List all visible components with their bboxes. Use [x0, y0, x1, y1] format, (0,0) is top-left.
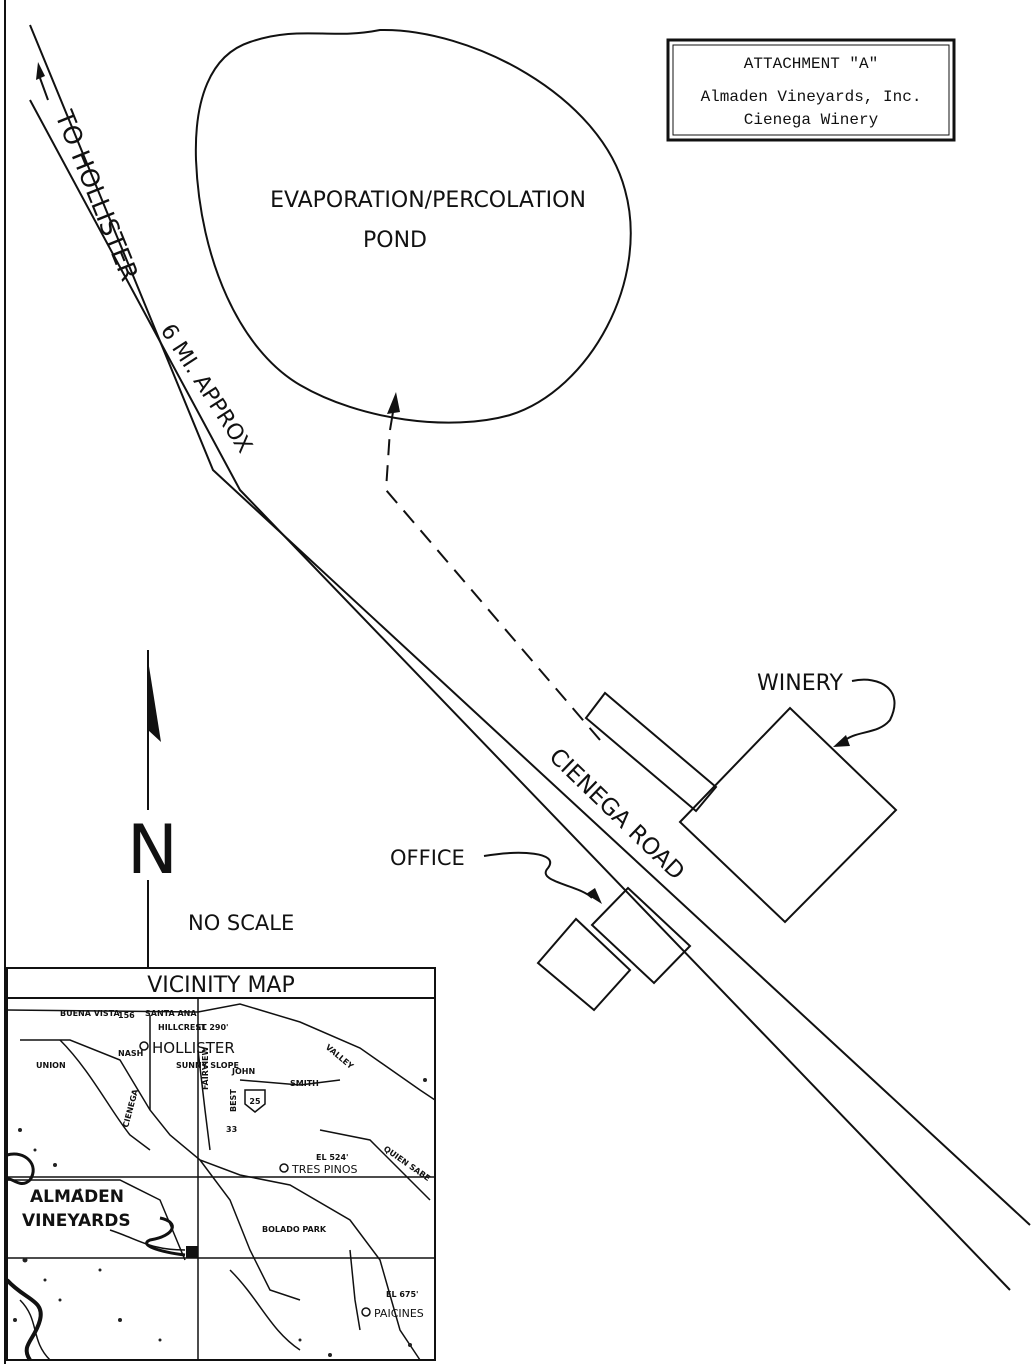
road-edge-left	[29, 24, 1031, 1226]
office-label: OFFICE	[390, 846, 465, 870]
north-arrow: N	[127, 650, 178, 968]
bolado-park-label: BOLADO PARK	[262, 1225, 327, 1234]
almaden-label-line1: ALMADEN	[30, 1187, 124, 1207]
pond-label-line2: POND	[363, 228, 427, 253]
attachment-company: Almaden Vineyards, Inc.	[701, 88, 922, 106]
almaden-site-marker	[186, 1246, 198, 1258]
smith-road-label: SMITH	[290, 1079, 319, 1088]
sunnyslope-road-label: SUNNY SLOPE	[176, 1061, 239, 1070]
pond-label-line1: EVAPORATION/PERCOLATION	[270, 188, 586, 213]
john-road-label: JOHN	[231, 1067, 255, 1076]
paicines-marker	[361, 1307, 371, 1317]
river-left	[5, 1152, 35, 1186]
office-building	[536, 886, 692, 1012]
evaporation-pond	[194, 28, 632, 424]
santa-ana-road-label: SANTA ANA	[145, 1009, 197, 1018]
union-road-label: UNION	[36, 1061, 66, 1070]
tres-pinos-elevation: EL 524'	[316, 1153, 349, 1162]
to-hollister-label: TO HOLLISTER	[49, 105, 144, 285]
attachment-winery: Cienega Winery	[744, 111, 879, 129]
buena-vista-road-label: BUENA VISTA	[60, 1009, 120, 1018]
route-156-label: 156	[118, 1011, 135, 1020]
almaden-label-line2: VINEYARDS	[22, 1211, 131, 1231]
tres-pinos-marker	[279, 1163, 289, 1173]
attachment-title: ATTACHMENT "A"	[744, 55, 878, 73]
north-arrowhead	[148, 660, 161, 742]
river-lower-left	[5, 1278, 43, 1362]
tres-pinos-label: TRES PINOS	[291, 1163, 358, 1176]
winery-main-building	[678, 706, 898, 924]
winery-label: WINERY	[757, 671, 843, 696]
vicinity-roads	[6, 1003, 436, 1361]
office-pointer	[483, 851, 602, 904]
cienega-road-label: CIENEGA ROAD	[544, 744, 689, 886]
winery-annex	[584, 691, 718, 813]
best-road-label: BEST	[229, 1089, 238, 1112]
road-edge-right	[29, 99, 1011, 1291]
paicines-elevation: EL 675'	[386, 1290, 419, 1299]
office-building-a	[590, 886, 692, 985]
route-33-label: 33	[226, 1125, 237, 1134]
vicinity-map: VICINITY MAP 25 156 33	[5, 967, 436, 1362]
distance-label: 6 MI. APPROX	[155, 320, 257, 458]
fairview-road-label: FAIRVIEW	[201, 1046, 210, 1090]
hillcrest-road-label: HILLCREST	[158, 1023, 207, 1032]
nash-road-label: NASH	[118, 1049, 143, 1058]
terrain-speckle	[13, 1078, 427, 1357]
hollister-elevation: EL 290'	[196, 1023, 229, 1032]
winery-building	[584, 691, 898, 924]
cienega-road	[29, 24, 1031, 1291]
to-hollister-arrow	[36, 62, 49, 101]
almaden-pointer	[145, 1216, 186, 1257]
vicinity-map-title: VICINITY MAP	[147, 973, 295, 998]
route-25-label: 25	[249, 1097, 261, 1106]
no-scale-label: NO SCALE	[188, 911, 294, 935]
pipeline-to-pond	[384, 392, 601, 741]
hollister-marker	[139, 1041, 149, 1051]
winery-pointer	[833, 678, 896, 747]
office-building-b	[536, 917, 632, 1012]
attachment-title-block: ATTACHMENT "A" Almaden Vineyards, Inc. C…	[666, 38, 956, 142]
route-25-shield: 25	[244, 1089, 266, 1113]
hollister-town-label: HOLLISTER	[152, 1039, 235, 1057]
paicines-label: PAICINES	[374, 1307, 424, 1320]
pipeline-arrowhead	[387, 392, 400, 414]
north-label: N	[127, 811, 178, 890]
